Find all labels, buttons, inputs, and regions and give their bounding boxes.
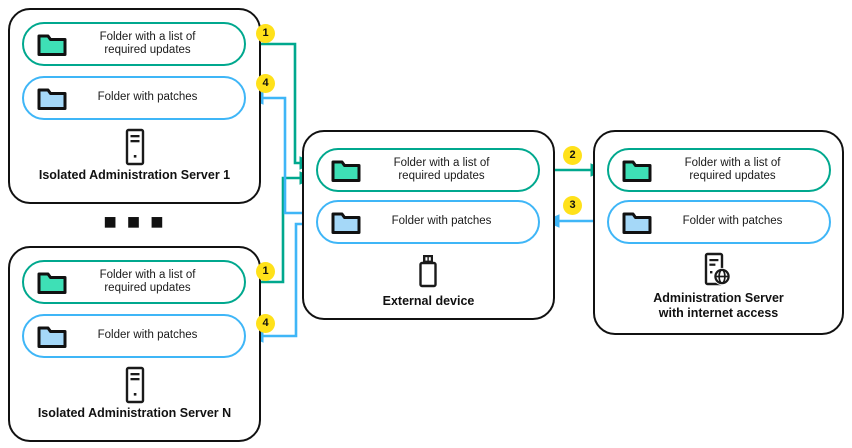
servers-ellipsis: ■ ■ ■: [103, 209, 166, 234]
folder-blue-icon: [622, 212, 652, 234]
folder-green-icon: [331, 160, 361, 182]
folder-blue-icon: [331, 212, 361, 234]
step-badge-3: 3: [563, 196, 582, 215]
node-caption-internet-server: Administration Server with internet acce…: [653, 291, 784, 320]
folder-pill-updates-isolated-1[interactable]: Folder with a list of required updates: [22, 22, 246, 66]
folder-pill-label: Folder with a list of required updates: [393, 156, 490, 183]
folder-pill-patches-external-device[interactable]: Folder with patches: [316, 200, 540, 244]
folder-blue-icon: [37, 326, 67, 348]
folder-pill-patches-internet-server[interactable]: Folder with patches: [607, 200, 831, 244]
node-caption-isolated-server-1: Isolated Administration Server 1: [38, 168, 231, 182]
folder-pill-label: Folder with patches: [97, 329, 198, 342]
folder-pill-label: Folder with patches: [391, 215, 492, 228]
node-caption-isolated-server-n: Isolated Administration Server N: [37, 406, 232, 420]
folder-pill-label: Folder with a list of required updates: [99, 30, 196, 57]
server-icon: [125, 128, 145, 166]
step-badge-4-top: 4: [256, 74, 275, 93]
folder-pill-label: Folder with a list of required updates: [99, 268, 196, 295]
server-globe-icon: [704, 252, 731, 286]
server-icon: [125, 366, 145, 404]
step-badge-4-bottom: 4: [256, 314, 275, 333]
folder-green-icon: [37, 34, 67, 56]
folder-pill-patches-isolated-n[interactable]: Folder with patches: [22, 314, 246, 358]
step-badge-2: 2: [563, 146, 582, 165]
folder-pill-label: Folder with patches: [682, 215, 783, 228]
usb-flash-drive-icon: [419, 255, 437, 288]
step-badge-1-top: 1: [256, 24, 275, 43]
folder-blue-icon: [37, 88, 67, 110]
folder-pill-label: Folder with a list of required updates: [684, 156, 781, 183]
folder-green-icon: [622, 160, 652, 182]
folder-pill-patches-isolated-1[interactable]: Folder with patches: [22, 76, 246, 120]
folder-pill-updates-external-device[interactable]: Folder with a list of required updates: [316, 148, 540, 192]
step-badge-1-bottom: 1: [256, 262, 275, 281]
node-caption-external-device: External device: [382, 294, 475, 308]
folder-green-icon: [37, 272, 67, 294]
folder-pill-label: Folder with patches: [97, 91, 198, 104]
folder-pill-updates-internet-server[interactable]: Folder with a list of required updates: [607, 148, 831, 192]
folder-pill-updates-isolated-n[interactable]: Folder with a list of required updates: [22, 260, 246, 304]
